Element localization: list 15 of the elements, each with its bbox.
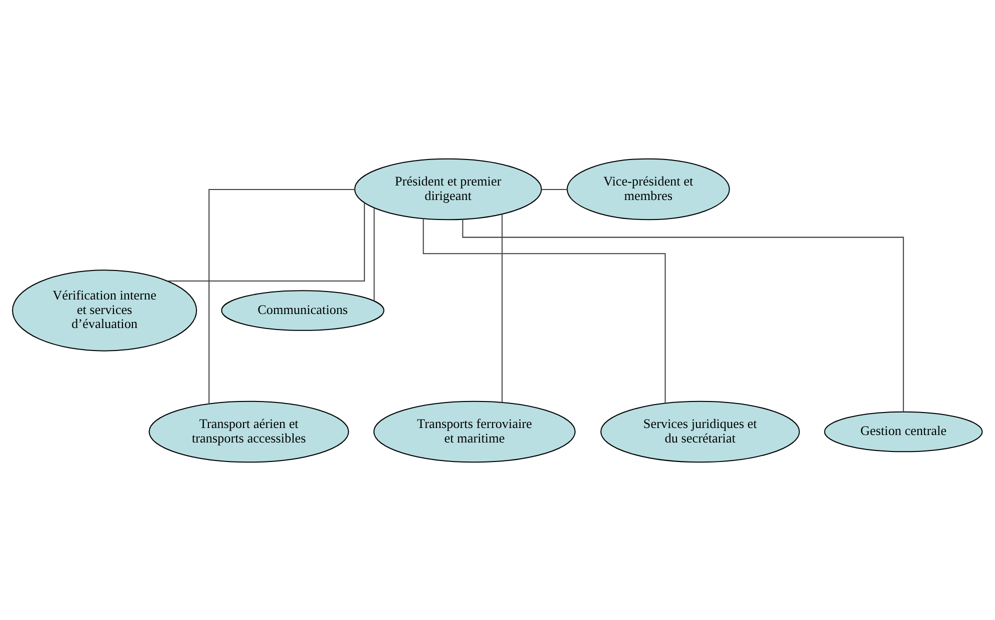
node-ellipse: Vice-président et membres [566,158,730,220]
node-ellipse: Transports ferroviaire et maritime [373,400,576,462]
node-ellipse: Communications [221,290,384,330]
node-ellipse: Services juridiques et du secrétariat [600,400,800,462]
connector [542,188,568,190]
node-ellipse: Gestion centrale [824,410,983,452]
node-ellipse: Président et premier dirigeant [354,158,542,220]
node-ellipse: Vérification interne et services d’évaluation [12,269,198,351]
connector [422,218,666,403]
node-ellipse: Transport aérien et transports accessibles [148,400,350,462]
connector [374,207,375,300]
connector [167,202,365,282]
connector [208,188,355,404]
connector [502,214,503,402]
connector [462,218,904,411]
